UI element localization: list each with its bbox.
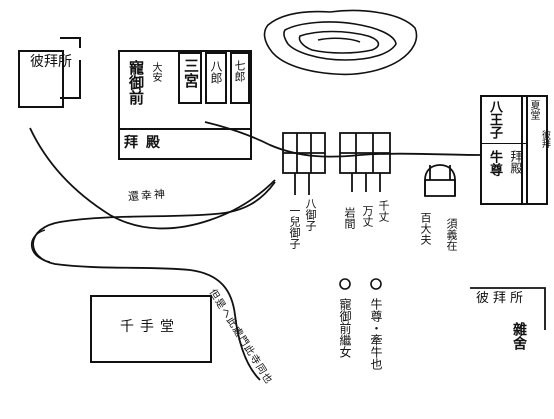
- sannomiya-box: [178, 52, 202, 104]
- inner-shrine-title: 寵御前: [127, 60, 145, 105]
- haiden-left-box: [18, 50, 64, 108]
- haiden-left-label: 彼拜所: [30, 54, 72, 70]
- marker-circle-right: [370, 278, 382, 290]
- hyakudayu-label: 百大夫: [419, 212, 432, 245]
- path-bottom-loop-outer: [30, 229, 51, 263]
- gate-shrine: [424, 164, 456, 197]
- grid-shrine-group-a: [282, 132, 326, 195]
- ichiban-label: 一兒御子: [288, 205, 301, 249]
- left-enclosure-bracket: [60, 37, 81, 99]
- inner-shrine-divider-bottom: [118, 128, 252, 160]
- senjudo-label: 千手堂: [120, 319, 180, 335]
- marker-circle-left: [339, 278, 351, 290]
- right-inner-column: [521, 95, 548, 205]
- manjo-label: 万丈: [361, 205, 374, 227]
- rock-outcrop: [263, 9, 418, 76]
- senbun-label: 千丈: [377, 200, 390, 222]
- nyaku-right-label: 牛尊: [487, 150, 502, 176]
- haiden-right-small-label: 彼拜: [540, 130, 550, 148]
- path-left-long: [29, 127, 276, 230]
- shichiro-label: 七郎: [233, 60, 246, 82]
- grid-shrine-group-b: [339, 132, 391, 192]
- haiden-right-label: 拜殿: [509, 150, 523, 174]
- sannomiya-label: 三宮: [182, 58, 200, 88]
- path-center-connector: [204, 121, 481, 158]
- hachiro-box: [205, 52, 227, 104]
- haiden-bottom-label: 彼拜所: [476, 291, 528, 306]
- kanki-label: 須義在: [445, 218, 458, 251]
- path-bottom-loop: [32, 181, 276, 381]
- enoki-left-label: 寵御前繼女: [338, 298, 352, 358]
- shichiro-box: [230, 52, 250, 104]
- kuramuro-label: 夏堂: [528, 100, 539, 120]
- iwama-label: 岩間: [343, 207, 356, 229]
- path-kami-label: 還幸神: [127, 187, 168, 204]
- kanso-label: 雜舍: [511, 322, 527, 350]
- hachi-goshi-label: 八御子: [304, 198, 317, 231]
- right-complex-divider: [480, 143, 528, 145]
- right-complex-box: [480, 95, 528, 205]
- nyaku-note-label: 牛尊・牽牛也: [369, 298, 383, 370]
- haiden-main-label: 拜殿: [124, 135, 168, 151]
- lower-right-bracket: [470, 287, 546, 330]
- senjudo-box: [90, 295, 212, 363]
- hachioji-label: 八王子: [487, 100, 502, 139]
- hachiro-label: 八郎: [209, 60, 223, 84]
- inner-shrine-small-label: 大安: [150, 62, 161, 82]
